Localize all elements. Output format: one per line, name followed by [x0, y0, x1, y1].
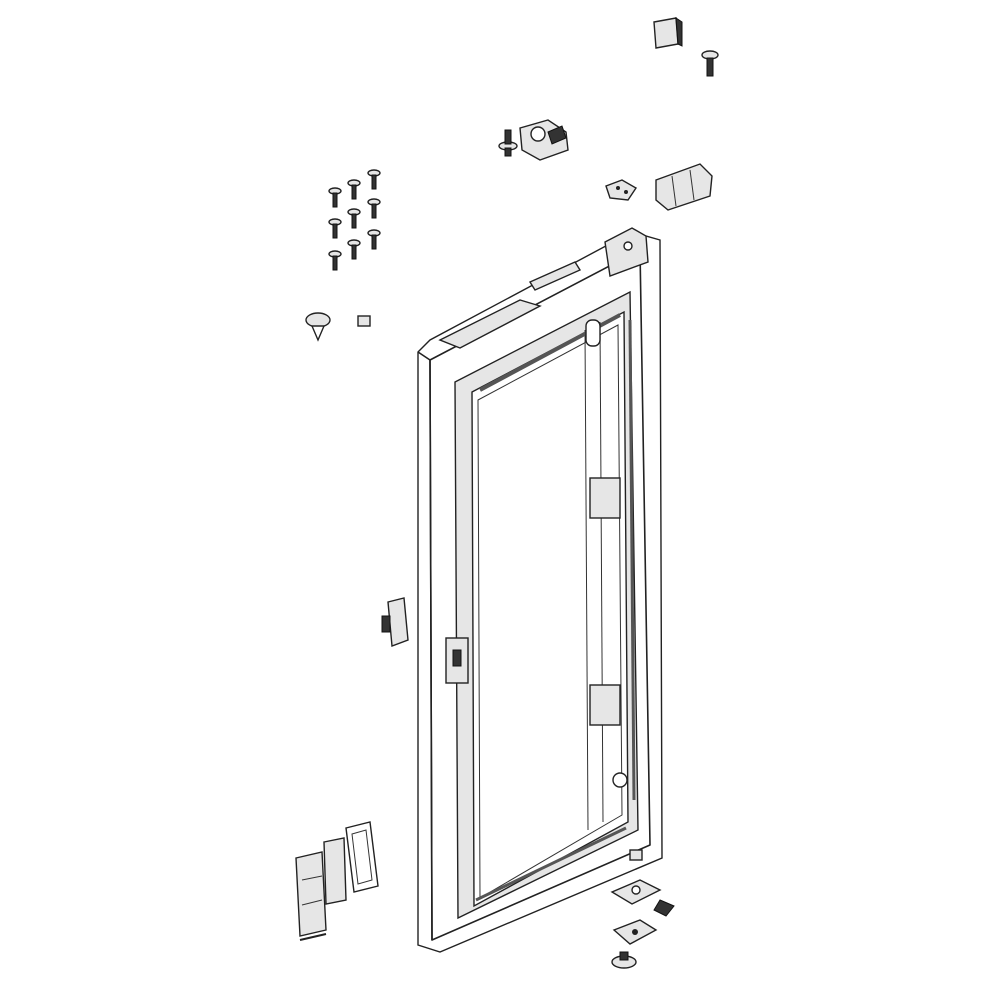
hinge-cover-icon	[605, 163, 713, 211]
shelf-bracket	[589, 477, 621, 519]
switch-housing-icon	[295, 821, 379, 941]
screw-set-icon	[328, 169, 381, 271]
screw-icon	[701, 50, 719, 77]
door-panel	[417, 227, 663, 953]
shelf-bracket	[589, 684, 621, 726]
cap-icon	[653, 17, 683, 49]
hinge-pin-icon	[498, 129, 518, 157]
large-screw-icon	[305, 312, 331, 342]
clip-icon	[357, 315, 371, 327]
door-handle-latch-icon	[381, 597, 409, 647]
hinge-bracket-icon	[519, 119, 569, 161]
lower-hinge-icon	[610, 879, 675, 969]
